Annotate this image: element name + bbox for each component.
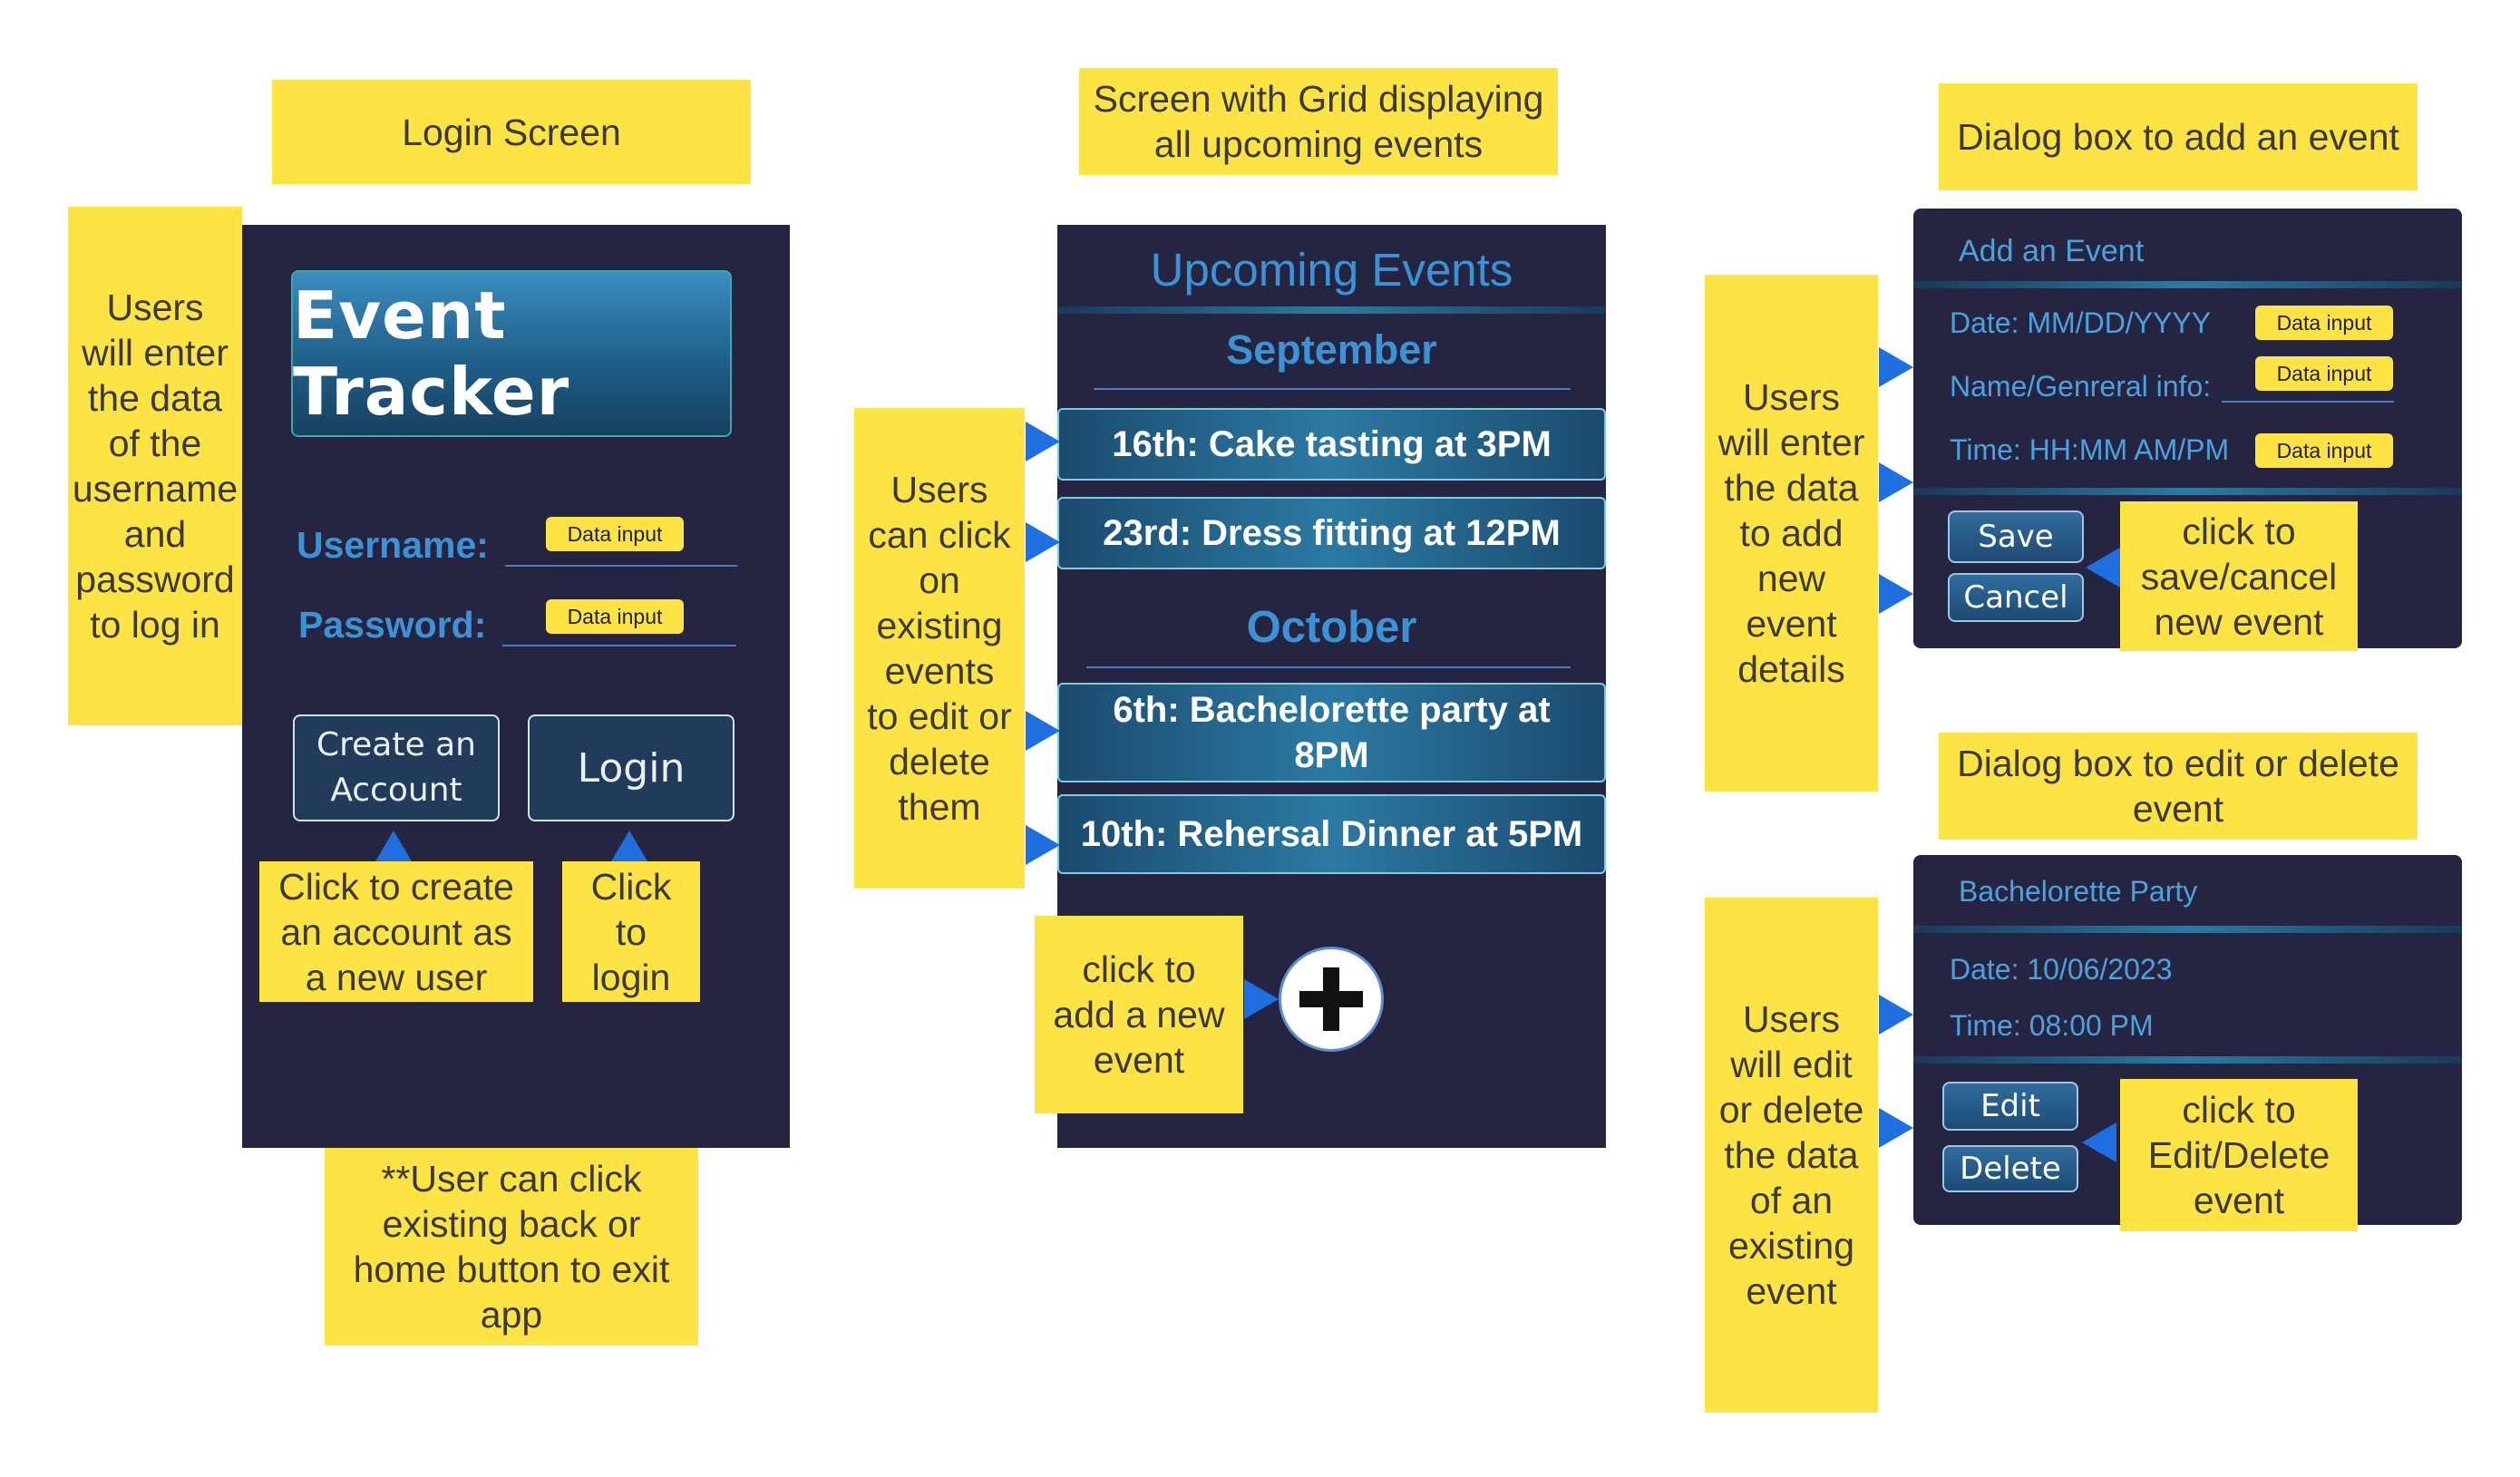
edit-dialog-divider bbox=[1913, 1056, 2462, 1064]
arrow-to-add-button bbox=[1244, 979, 1279, 1019]
add-dialog-title-bar bbox=[1913, 281, 2462, 288]
username-data-input-tag[interactable]: Data input bbox=[546, 517, 684, 551]
edit-dialog-title-bar bbox=[1913, 926, 2462, 933]
password-input-line[interactable] bbox=[502, 645, 736, 646]
edit-button[interactable]: Edit bbox=[1942, 1082, 2078, 1131]
login-note: Click to login bbox=[562, 861, 700, 1002]
password-data-input-tag[interactable]: Data input bbox=[546, 599, 684, 634]
arrow-to-add-buttons bbox=[1879, 574, 1913, 614]
plus-icon bbox=[1299, 967, 1363, 1031]
cancel-button[interactable]: Cancel bbox=[1948, 573, 2084, 622]
add-dialog-divider bbox=[1913, 488, 2462, 495]
event-cake-tasting[interactable]: 16th: Cake tasting at 3PM bbox=[1057, 408, 1606, 481]
add-time-label: Time: HH:MM AM/PM bbox=[1950, 433, 2230, 466]
arrow-to-event-3 bbox=[1026, 711, 1060, 751]
add-date-input-tag[interactable]: Data input bbox=[2255, 306, 2393, 340]
add-event-note: click to add a new event bbox=[1035, 916, 1243, 1113]
delete-button[interactable]: Delete bbox=[1942, 1145, 2078, 1192]
arrow-to-event-4 bbox=[1026, 825, 1060, 865]
app-title: Event Tracker bbox=[293, 277, 570, 430]
events-screen-title-note: Screen with Grid displaying all upcoming… bbox=[1079, 68, 1558, 175]
arrow-to-edit-buttons bbox=[1879, 1108, 1913, 1148]
edit-existing-event-note: Users will edit or delete the data of an… bbox=[1705, 898, 1878, 1413]
login-enter-data-note: Users will enter the data of the usernam… bbox=[68, 207, 242, 725]
create-account-note: Click to create an account as a new user bbox=[259, 861, 533, 1002]
add-name-input-line[interactable] bbox=[2222, 401, 2394, 403]
username-input-line[interactable] bbox=[505, 565, 737, 567]
edit-delete-note: click to Edit/Delete event bbox=[2120, 1079, 2358, 1231]
login-screen-panel: Event Tracker Username: Data input Passw… bbox=[242, 225, 790, 1148]
login-button[interactable]: Login bbox=[528, 714, 735, 821]
login-screen-title-note: Login Screen bbox=[272, 80, 751, 184]
add-enter-data-note: Users will enter the data to add new eve… bbox=[1705, 275, 1878, 792]
arrow-to-add-fields bbox=[1879, 462, 1913, 502]
october-underline bbox=[1086, 666, 1571, 668]
add-event-button[interactable] bbox=[1279, 947, 1384, 1052]
edit-dialog-title: Bachelorette Party bbox=[1959, 875, 2198, 908]
arrow-to-event-2 bbox=[1026, 522, 1060, 562]
arrow-to-add-date bbox=[1879, 347, 1913, 387]
september-underline bbox=[1094, 388, 1571, 390]
arrow-to-event-1 bbox=[1026, 422, 1060, 462]
exit-app-note: **User can click existing back or home b… bbox=[325, 1148, 698, 1346]
arrow-to-login bbox=[611, 831, 647, 861]
arrow-to-save-cancel bbox=[2086, 548, 2120, 588]
edit-dialog-title-note: Dialog box to edit or delete event bbox=[1939, 733, 2418, 840]
edit-existing-events-note: Users can click on existing events to ed… bbox=[854, 408, 1025, 889]
app-title-banner: Event Tracker bbox=[291, 270, 732, 437]
add-dialog-title-note: Dialog box to add an event bbox=[1939, 83, 2418, 190]
add-time-input-tag[interactable]: Data input bbox=[2255, 433, 2393, 468]
create-account-button[interactable]: Create an Account bbox=[293, 714, 500, 821]
add-name-label: Name/Genreral info: bbox=[1950, 370, 2212, 403]
save-button[interactable]: Save bbox=[1948, 510, 2084, 563]
event-dress-fitting[interactable]: 23rd: Dress fitting at 12PM bbox=[1057, 497, 1606, 569]
password-label: Password: bbox=[298, 604, 487, 646]
events-header: Upcoming Events bbox=[1150, 244, 1513, 296]
arrow-to-edit-delete bbox=[2082, 1122, 2116, 1162]
events-header-bar bbox=[1057, 306, 1606, 314]
event-rehearsal-dinner[interactable]: 10th: Rehersal Dinner at 5PM bbox=[1057, 794, 1606, 874]
month-october: October bbox=[1246, 603, 1417, 652]
edit-date-label: Date: 10/06/2023 bbox=[1950, 953, 2173, 986]
add-date-label: Date: MM/DD/YYYY bbox=[1950, 306, 2212, 339]
username-label: Username: bbox=[297, 524, 489, 566]
edit-time-label: Time: 08:00 PM bbox=[1950, 1009, 2154, 1042]
add-dialog-title: Add an Event bbox=[1959, 234, 2145, 268]
arrow-to-edit-date bbox=[1879, 995, 1913, 1035]
month-september: September bbox=[1226, 326, 1437, 373]
events-screen-panel: Upcoming Events September 16th: Cake tas… bbox=[1057, 225, 1606, 1148]
add-name-input-tag[interactable]: Data input bbox=[2255, 356, 2393, 391]
event-bachelorette-party[interactable]: 6th: Bachelorette party at 8PM bbox=[1057, 683, 1606, 782]
save-cancel-note: click to save/cancel new event bbox=[2120, 501, 2358, 651]
arrow-to-create-account bbox=[375, 831, 412, 861]
